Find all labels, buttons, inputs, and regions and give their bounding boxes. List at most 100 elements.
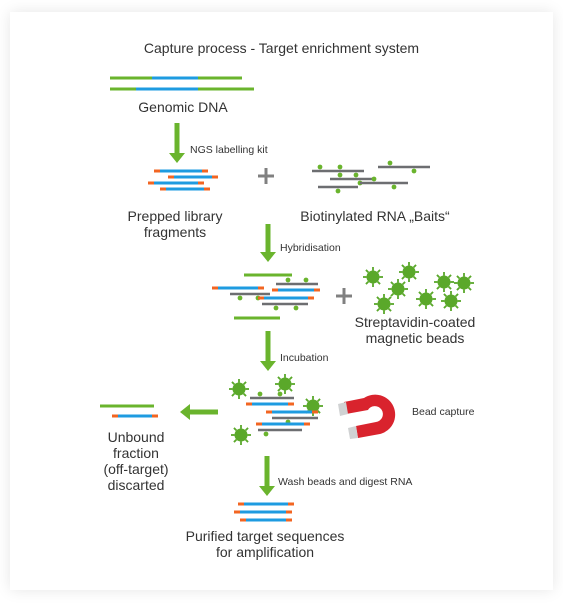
purified-fragments [234, 502, 294, 522]
streptavidin-bead-icon [454, 273, 474, 293]
biotin-dot [371, 176, 377, 182]
bead-spike [412, 275, 417, 280]
bead-capture-label: Bead capture [412, 406, 475, 418]
captured-complexes [229, 374, 323, 445]
biotin-dot [387, 160, 393, 166]
biotin-dot [317, 164, 323, 170]
biotin-dot [263, 431, 269, 437]
biotin-dot [335, 188, 341, 194]
biotin-dot [337, 172, 343, 178]
biotin-dot [411, 168, 417, 174]
bead-spike [244, 427, 249, 432]
bead-core [457, 276, 471, 290]
bead-spike [401, 275, 406, 280]
streptavidin-bead-icon [363, 267, 383, 287]
bead-core [366, 270, 380, 284]
bead-spike [390, 281, 395, 286]
biotin-dot [277, 391, 283, 397]
biotin-dot [293, 305, 299, 311]
bead-core [232, 382, 246, 396]
captured-bead-icon [275, 374, 295, 394]
bead-spike [277, 376, 282, 381]
bead-spike [376, 307, 381, 312]
bead-spike [242, 392, 247, 397]
bead-core [444, 294, 458, 308]
bead-spike [412, 264, 417, 269]
bead-spike [467, 286, 472, 291]
prepped-library-label-line2: fragments [143, 224, 207, 240]
bead-spike [429, 291, 434, 296]
magnet-tip [348, 426, 358, 439]
bead-spike [376, 280, 381, 285]
baits-label: Biotinylated RNA „Baits“ [300, 208, 450, 224]
streptavidin-bead-icon [416, 289, 436, 309]
bead-spike [429, 302, 434, 307]
arrow-hybridisation-icon-head [260, 252, 276, 262]
arrow-incubation-icon-head [260, 361, 276, 371]
bead-spike [443, 293, 448, 298]
biotin-dot [273, 305, 279, 311]
ngs-kit-label: NGS labelling kit [190, 144, 268, 156]
genomic-dna-label: Genomic DNA [138, 99, 228, 115]
bead-spike [418, 302, 423, 307]
diagram-title: Capture process - Target enrichment syst… [143, 40, 420, 56]
prepped-fragments [148, 169, 218, 191]
unbound-label-line2: fraction [113, 445, 159, 461]
prepped-library-label-line1: Prepped library [127, 208, 223, 224]
bead-spike [376, 269, 381, 274]
bead-spike [447, 274, 452, 279]
arrow-ngs-icon-head [169, 153, 185, 163]
bead-spike [454, 293, 459, 298]
streptavidin-beads [363, 262, 474, 314]
bead-spike [242, 381, 247, 386]
biotin-dot [237, 295, 243, 301]
bead-spike [454, 304, 459, 309]
purified-label-line2: for amplification [215, 544, 315, 560]
unbound-fragments [100, 404, 158, 418]
streptavidin-bead-icon [441, 291, 461, 311]
bead-spike [316, 409, 321, 414]
plus-signs [258, 168, 352, 304]
biotin-dot [257, 391, 263, 397]
streptavidin-bead-icon [388, 279, 408, 299]
unbound-label-line3: (off-target) [103, 461, 169, 477]
hybridised-fragments [212, 273, 320, 320]
bead-spike [277, 387, 282, 392]
bead-core [437, 275, 451, 289]
bead-spike [401, 264, 406, 269]
bead-core [278, 377, 292, 391]
unbound-label-line4: discarted [107, 477, 165, 493]
bead-spike [401, 292, 406, 297]
bead-spike [233, 438, 238, 443]
captured-bead-icon [229, 379, 249, 399]
bead-spike [387, 307, 392, 312]
streptavidin-bead-icon [434, 272, 454, 292]
unbound-label-line1: Unbound [107, 429, 165, 445]
bead-core [377, 297, 391, 311]
bead-core [402, 265, 416, 279]
bead-core [306, 399, 320, 413]
bead-spike [233, 427, 238, 432]
magnet-tip [338, 402, 348, 416]
bead-spike [316, 398, 321, 403]
beads-label-line1: Streptavidin-coated [354, 314, 476, 330]
bead-core [391, 282, 405, 296]
hybridisation-label: Hybridisation [280, 242, 341, 254]
biotin-dot [285, 277, 291, 283]
bead-spike [288, 387, 293, 392]
diagram-card [10, 12, 553, 590]
biotin-dot [303, 277, 309, 283]
rna-baits [312, 160, 430, 194]
process-arrows [169, 123, 276, 496]
bead-core [234, 428, 248, 442]
beads-label-line2: magnetic beads [365, 330, 465, 346]
bead-spike [231, 381, 236, 386]
bead-spike [365, 269, 370, 274]
captured-bead-icon [231, 425, 251, 445]
bead-spike [376, 296, 381, 301]
streptavidin-bead-icon [399, 262, 419, 282]
bead-spike [467, 275, 472, 280]
bead-spike [365, 280, 370, 285]
